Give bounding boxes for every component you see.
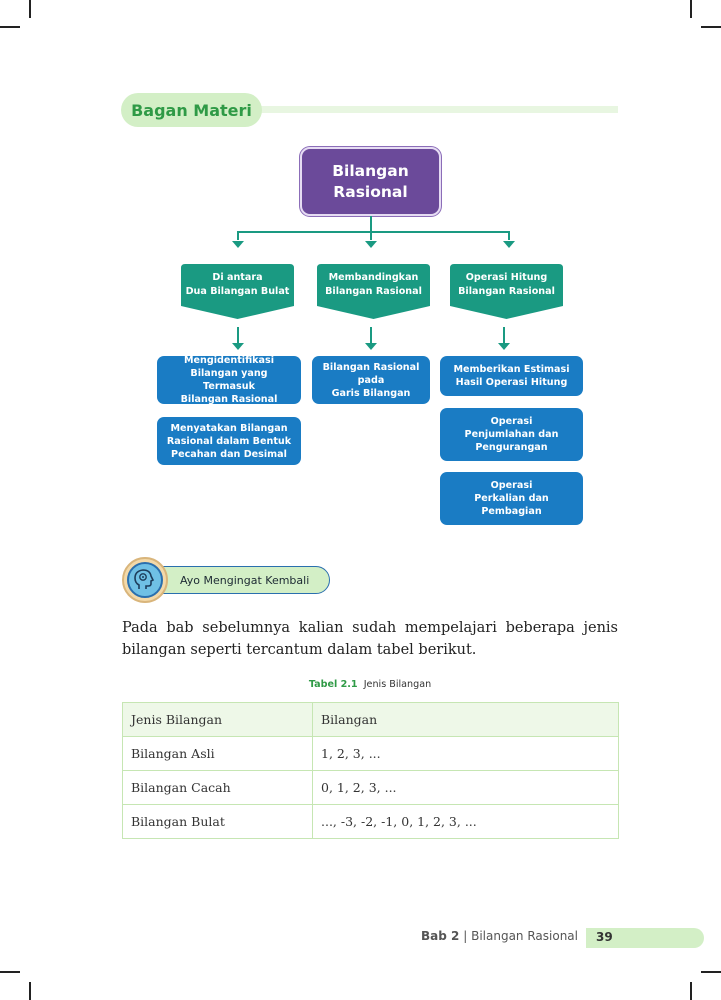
table-cell: 1, 2, 3, ... bbox=[312, 736, 619, 771]
head-idea-icon bbox=[127, 562, 163, 598]
crop-mark bbox=[0, 26, 20, 28]
leaf-label: Menyatakan Bilangan Rasional dalam Bentu… bbox=[166, 422, 292, 460]
table-header-cell: Bilangan bbox=[312, 702, 619, 737]
connector-drop bbox=[370, 231, 372, 240]
branch-node: Di antara Dua Bilangan Bulat bbox=[181, 264, 294, 319]
table-cell: ..., -3, -2, -1, 0, 1, 2, 3, ... bbox=[312, 804, 619, 839]
intro-paragraph: Pada bab sebelumnya kalian sudah mempela… bbox=[122, 620, 618, 658]
leaf-node: Mengidentifikasi Bilangan yang Termasuk … bbox=[157, 355, 301, 405]
table-cell: Bilangan Bulat bbox=[122, 804, 313, 839]
table-header-cell: Jenis Bilangan bbox=[122, 702, 313, 737]
table-caption-title: Jenis Bilangan bbox=[363, 679, 432, 690]
footer-separator: | bbox=[463, 929, 468, 943]
leaf-label: Operasi Penjumlahan dan Pengurangan bbox=[464, 416, 559, 453]
table-cell: 0, 1, 2, 3, ... bbox=[312, 770, 619, 805]
leaf-node: Bilangan Rasional pada Garis Bilangan bbox=[312, 356, 430, 404]
crop-mark bbox=[0, 971, 20, 973]
root-label: Bilangan Rasional bbox=[332, 161, 409, 201]
arrow-down-icon bbox=[365, 241, 377, 248]
branch-shape bbox=[181, 264, 294, 319]
branch-label: Membandingkan Bilangan Rasional bbox=[325, 272, 422, 297]
connector-drop bbox=[503, 327, 505, 343]
arrow-down-icon bbox=[232, 343, 244, 350]
leaf-label: Operasi Perkalian dan Pembagian bbox=[474, 480, 549, 517]
branch-label: Operasi Hitung Bilangan Rasional bbox=[458, 272, 555, 297]
table-cell: Bilangan Asli bbox=[122, 736, 313, 771]
connector-trunk bbox=[370, 216, 372, 232]
running-footer: Bab 2 | Bilangan Rasional bbox=[300, 929, 578, 943]
connector-drop bbox=[237, 231, 239, 240]
crop-mark bbox=[29, 982, 31, 1000]
root-node: Bilangan Rasional bbox=[300, 147, 441, 216]
ayo-mengingat-badge bbox=[122, 557, 168, 603]
table-caption: Tabel 2.1 Jenis Bilangan bbox=[0, 679, 721, 690]
connector-drop bbox=[508, 231, 510, 240]
page-number-tab bbox=[586, 928, 704, 948]
ayo-mengingat-banner: Ayo Mengingat Kembali bbox=[140, 566, 330, 594]
branch-shape bbox=[450, 264, 563, 319]
branch-label: Di antara Dua Bilangan Bulat bbox=[185, 272, 290, 297]
arrow-down-icon bbox=[503, 241, 515, 248]
arrow-down-icon bbox=[365, 343, 377, 350]
connector-bar bbox=[237, 231, 510, 233]
table-row: Bilangan Bulat ..., -3, -2, -1, 0, 1, 2,… bbox=[122, 804, 619, 839]
branch-shape bbox=[317, 264, 430, 319]
crop-mark bbox=[701, 26, 721, 28]
table-row: Bilangan Asli 1, 2, 3, ... bbox=[122, 736, 619, 771]
footer-chapter-title: Bilangan Rasional bbox=[471, 929, 578, 943]
branch-node: Membandingkan Bilangan Rasional bbox=[317, 264, 430, 319]
connector-drop bbox=[370, 327, 372, 343]
table-row: Bilangan Cacah 0, 1, 2, 3, ... bbox=[122, 770, 619, 805]
header-rule bbox=[236, 106, 618, 113]
table-header-row: Jenis Bilangan Bilangan bbox=[122, 702, 619, 737]
leaf-node: Menyatakan Bilangan Rasional dalam Bentu… bbox=[157, 417, 301, 465]
arrow-down-icon bbox=[232, 241, 244, 248]
crop-mark bbox=[29, 0, 31, 18]
ayo-mengingat-label: Ayo Mengingat Kembali bbox=[180, 573, 310, 587]
leaf-label: Mengidentifikasi Bilangan yang Termasuk … bbox=[180, 355, 278, 405]
crop-mark bbox=[690, 0, 692, 18]
number-types-table: Jenis Bilangan Bilangan Bilangan Asli 1,… bbox=[122, 702, 619, 839]
arrow-down-icon bbox=[498, 343, 510, 350]
section-title: Bagan Materi bbox=[121, 93, 262, 127]
table-cell: Bilangan Cacah bbox=[122, 770, 313, 805]
leaf-node: Operasi Perkalian dan Pembagian bbox=[440, 472, 583, 525]
crop-mark bbox=[690, 982, 692, 1000]
leaf-node: Operasi Penjumlahan dan Pengurangan bbox=[440, 408, 583, 461]
footer-chapter: Bab 2 bbox=[421, 929, 460, 943]
leaf-label: Memberikan Estimasi Hasil Operasi Hitung bbox=[453, 364, 570, 388]
page-number: 39 bbox=[596, 930, 613, 944]
connector-drop bbox=[237, 327, 239, 343]
leaf-label: Bilangan Rasional pada Garis Bilangan bbox=[322, 361, 420, 399]
table-caption-number: Tabel 2.1 bbox=[308, 679, 358, 690]
leaf-node: Memberikan Estimasi Hasil Operasi Hitung bbox=[440, 356, 583, 396]
branch-node: Operasi Hitung Bilangan Rasional bbox=[450, 264, 563, 319]
crop-mark bbox=[701, 971, 721, 973]
